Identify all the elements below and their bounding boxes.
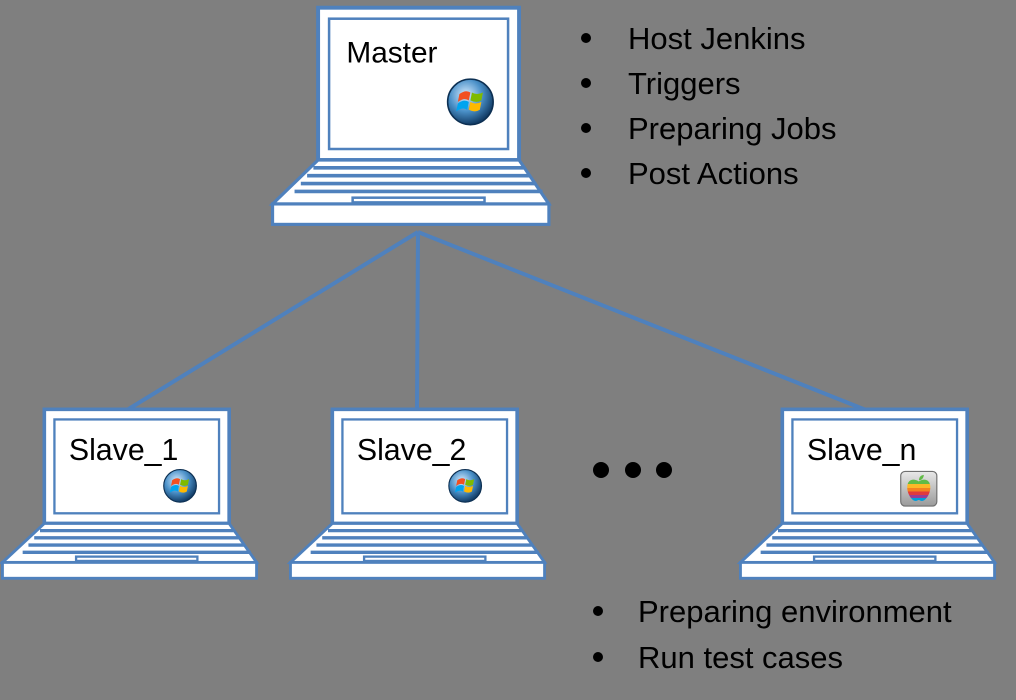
windows-logo-icon <box>163 468 197 503</box>
master-label: Master <box>346 37 437 70</box>
slave-1-laptop: Slave_1 <box>0 407 260 580</box>
windows-logo-icon <box>448 468 483 503</box>
slave-1-label: Slave_1 <box>69 434 179 467</box>
connector-line <box>415 231 420 411</box>
connector-line <box>417 230 867 412</box>
list-item: Post Actions <box>581 151 837 196</box>
list-item: Preparing Jobs <box>581 106 837 151</box>
list-item: Run test cases <box>593 635 952 681</box>
connector-line <box>125 230 420 412</box>
list-item: Preparing environment <box>593 589 952 635</box>
list-item: Triggers <box>581 61 837 106</box>
laptop-icon <box>286 407 548 580</box>
more-slaves-ellipsis <box>593 462 672 478</box>
laptop-icon <box>268 5 552 226</box>
master-laptop: Master <box>268 5 552 226</box>
slave-n-laptop: Slave_n <box>736 407 998 580</box>
master-responsibilities-list: Host Jenkins Triggers Preparing Jobs Pos… <box>581 16 837 196</box>
slave-2-label: Slave_2 <box>357 434 467 467</box>
slave-2-laptop: Slave_2 <box>286 407 548 580</box>
slave-n-label: Slave_n <box>807 434 917 467</box>
list-item: Host Jenkins <box>581 16 837 61</box>
slave-responsibilities-list: Preparing environment Run test cases <box>593 589 952 681</box>
laptop-icon <box>0 407 260 580</box>
apple-logo-icon <box>900 470 938 507</box>
windows-logo-icon <box>446 78 494 126</box>
connector-lines <box>125 230 867 412</box>
